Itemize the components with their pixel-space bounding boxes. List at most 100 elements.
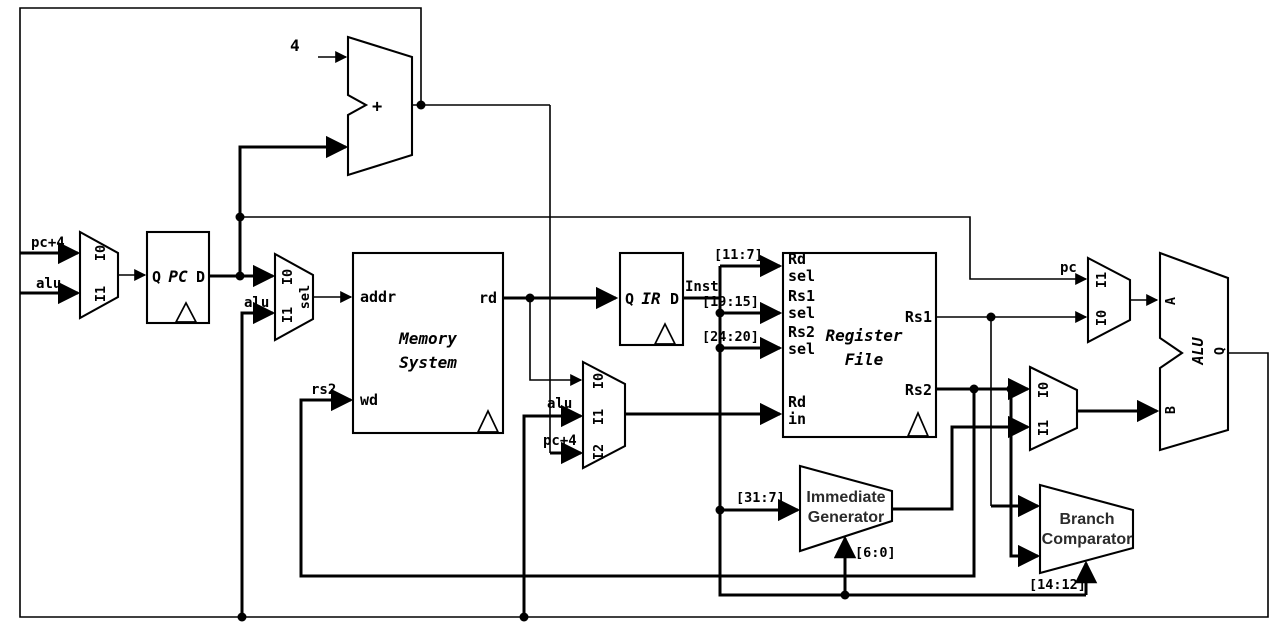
junction bbox=[986, 312, 996, 322]
addr-mux-sel-label: sel bbox=[297, 285, 313, 309]
memory-rd-port: rd bbox=[479, 289, 497, 307]
label-pc-amux: pc bbox=[1060, 260, 1077, 276]
wire-rs2-to-memory-wd bbox=[299, 388, 976, 578]
wire-alu-q-loop bbox=[19, 7, 1269, 618]
pc-register-q-port: Q bbox=[152, 268, 161, 286]
junction bbox=[715, 343, 725, 353]
wire-labels: pc+4 alu alu rs2 Inst alu pc+4 pc [11:7]… bbox=[31, 235, 1086, 593]
alu-b-port: B bbox=[1163, 406, 1179, 414]
pc-src-mux-shape bbox=[78, 230, 120, 320]
branch-comparator-title-line1: Branch bbox=[1059, 511, 1114, 528]
rf-rd-sel-port-line2: sel bbox=[788, 267, 815, 285]
alu-b-mux: I0 I1 bbox=[1028, 365, 1079, 452]
immediate-generator-title-line1: Immediate bbox=[806, 489, 885, 506]
junction bbox=[715, 505, 725, 515]
wire-imm-to-b-mux bbox=[890, 415, 1031, 511]
alu-title: ALU bbox=[1189, 336, 1207, 365]
label-pc4-wbmux: pc+4 bbox=[543, 433, 577, 449]
rf-rs2-out-port: Rs2 bbox=[905, 381, 932, 399]
label-inst: Inst bbox=[685, 279, 719, 295]
rf-rd-in-port-line2: in bbox=[788, 410, 806, 428]
addr-mux: I0 I1 sel bbox=[273, 252, 315, 342]
label-inst-31-7: [31:7] bbox=[736, 490, 785, 506]
pc-register-title: PC bbox=[168, 267, 188, 286]
register-file-title-line2: File bbox=[845, 350, 884, 369]
writeback-mux-i0-label: I0 bbox=[591, 373, 607, 389]
alu-q-port: Q bbox=[1212, 347, 1228, 355]
alu-shape bbox=[1158, 251, 1230, 452]
junction-dots bbox=[235, 100, 1016, 622]
rf-rs1-sel-port-line2: sel bbox=[788, 304, 815, 322]
immediate-generator: Immediate Generator bbox=[798, 464, 894, 553]
pc-register-box bbox=[145, 230, 211, 325]
alu-b-mux-shape bbox=[1028, 365, 1079, 452]
pc-register-clock-icon bbox=[174, 301, 198, 323]
wire-pc-to-a-mux bbox=[240, 216, 1088, 285]
label-inst-19-15: [19:15] bbox=[702, 294, 759, 310]
wire-pc-to-adder bbox=[238, 135, 349, 276]
pc-src-mux-i1-label: I1 bbox=[93, 286, 109, 302]
register-file-title-line1: Register bbox=[825, 326, 902, 345]
branch-comparator: Branch Comparator bbox=[1038, 483, 1135, 575]
pc-adder-shape bbox=[346, 35, 414, 177]
pc-adder: + 4 bbox=[290, 35, 414, 177]
pc-register: Q PC D bbox=[145, 230, 211, 325]
register-file-box bbox=[781, 251, 938, 439]
alu-b-mux-i0-label: I0 bbox=[1036, 382, 1052, 398]
ir-register-clock-icon bbox=[653, 322, 677, 345]
addr-mux-i0-label: I0 bbox=[280, 269, 296, 285]
pc-src-mux-i0-label: I0 bbox=[93, 245, 109, 261]
alu-a-mux-shape bbox=[1086, 256, 1132, 344]
pc-adder-plus: + bbox=[372, 97, 382, 117]
rf-rs1-sel-port-line1: Rs1 bbox=[788, 287, 815, 305]
junction bbox=[235, 212, 245, 222]
wires bbox=[19, 7, 1269, 618]
memory-addr-port: addr bbox=[360, 288, 396, 306]
junction bbox=[840, 590, 850, 600]
alu-a-mux-i0-label: I0 bbox=[1094, 310, 1110, 326]
label-alu-pcmux: alu bbox=[36, 276, 61, 292]
addr-mux-i1-label: I1 bbox=[280, 307, 296, 323]
writeback-mux-i2-label: I2 bbox=[591, 444, 607, 460]
junction bbox=[969, 384, 979, 394]
pc-adder-constant: 4 bbox=[290, 36, 300, 55]
junction bbox=[715, 308, 725, 318]
rf-rs2-sel-port-line2: sel bbox=[788, 340, 815, 358]
branch-comparator-title-line2: Comparator bbox=[1042, 531, 1133, 548]
junction bbox=[235, 271, 245, 281]
junction bbox=[525, 293, 535, 303]
memory-title-line1: Memory bbox=[398, 329, 457, 348]
label-inst-14-12: [14:12] bbox=[1029, 577, 1086, 593]
alu-a-port: A bbox=[1163, 297, 1179, 305]
alu-a-mux: I1 I0 bbox=[1086, 256, 1132, 344]
junction bbox=[416, 100, 426, 110]
rf-rd-in-port-line1: Rd bbox=[788, 393, 806, 411]
wire-rd-to-writeback-mux bbox=[529, 298, 583, 386]
rf-rs1-out-port: Rs1 bbox=[905, 308, 932, 326]
writeback-mux-shape bbox=[581, 360, 627, 470]
junction bbox=[1006, 384, 1016, 394]
wire-alu-to-addr-mux bbox=[240, 301, 276, 617]
memory-title-line2: System bbox=[399, 353, 457, 372]
label-alu-addrmux: alu bbox=[244, 295, 269, 311]
pc-register-d-port: D bbox=[196, 268, 205, 286]
writeback-mux-i1-label: I1 bbox=[591, 409, 607, 425]
label-alu-wbmux: alu bbox=[547, 396, 572, 412]
rf-rd-sel-port-line1: Rd bbox=[788, 250, 806, 268]
label-inst-11-7: [11:7] bbox=[714, 247, 763, 263]
alu: A B ALU Q bbox=[1158, 251, 1230, 452]
ir-register-box bbox=[618, 251, 685, 347]
label-rs2: rs2 bbox=[311, 382, 336, 398]
immediate-generator-title-line2: Generator bbox=[808, 509, 884, 526]
register-file: Rd sel Rs1 sel Rs2 sel Rd in Rs1 Rs2 Reg… bbox=[781, 250, 938, 439]
wire-inst-bus bbox=[718, 266, 1086, 597]
register-file-clock-icon bbox=[906, 410, 930, 437]
ir-register-q-port: Q bbox=[625, 290, 634, 308]
rf-rs2-sel-port-line1: Rs2 bbox=[788, 323, 815, 341]
addr-mux-shape bbox=[273, 252, 315, 342]
junction bbox=[519, 612, 529, 622]
alu-a-mux-i1-label: I1 bbox=[1094, 272, 1110, 288]
memory-wd-port: wd bbox=[360, 391, 378, 409]
alu-b-mux-i1-label: I1 bbox=[1036, 420, 1052, 436]
